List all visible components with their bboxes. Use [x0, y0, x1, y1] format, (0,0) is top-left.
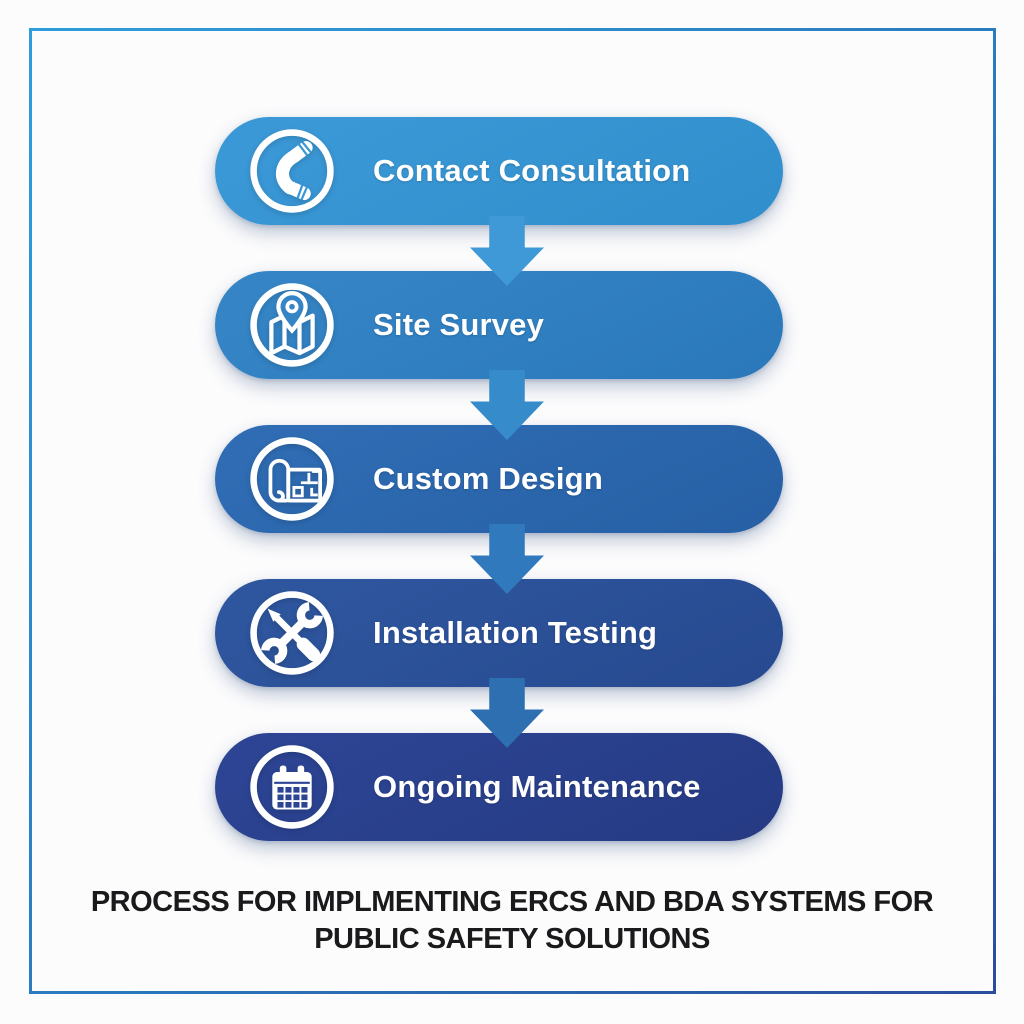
step-label: Custom Design	[373, 461, 603, 496]
blueprint-icon	[247, 434, 337, 524]
step-label: Ongoing Maintenance	[373, 769, 701, 804]
step-contact-consultation: Contact Consultation	[215, 117, 783, 225]
step-custom-design: Custom Design	[215, 425, 783, 533]
process-steps: Contact Consultation Site Survey	[215, 117, 783, 887]
step-label: Installation Testing	[373, 615, 658, 650]
step-label: Site Survey	[373, 307, 545, 342]
map-pin-icon	[247, 280, 337, 370]
diagram-caption: PROCESS FOR IMPLMENTING ERCS AND BDA SYS…	[0, 884, 1024, 958]
tools-icon	[247, 588, 337, 678]
caption-line-1: PROCESS FOR IMPLMENTING ERCS AND BDA SYS…	[90, 886, 934, 918]
phone-icon	[247, 126, 337, 216]
step-ongoing-maintenance: Ongoing Maintenance	[215, 733, 783, 841]
step-site-survey: Site Survey	[215, 271, 783, 379]
step-installation-testing: Installation Testing	[215, 579, 783, 687]
caption-line-2: PUBLIC SAFETY SOLUTIONS	[314, 923, 710, 955]
calendar-icon	[247, 742, 337, 832]
step-label: Contact Consultation	[373, 153, 691, 188]
